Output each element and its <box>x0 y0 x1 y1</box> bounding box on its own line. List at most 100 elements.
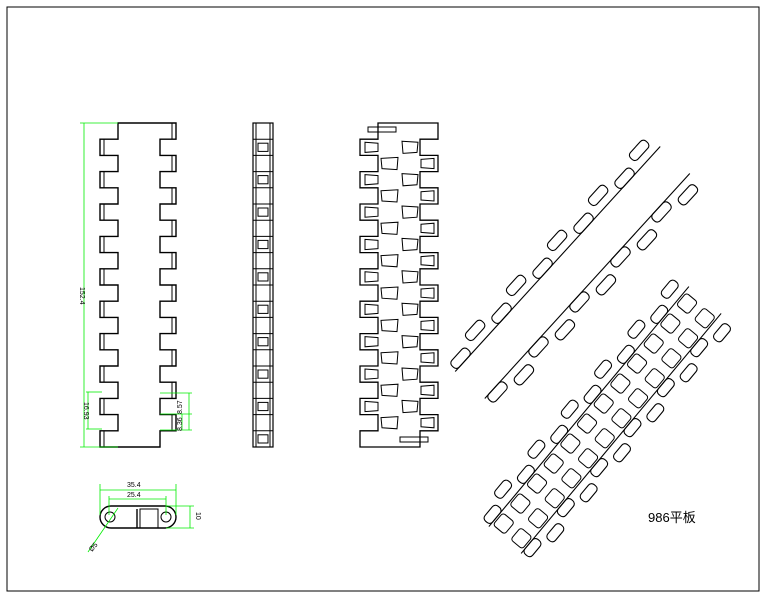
marking <box>367 126 397 133</box>
iso-knuckle <box>646 403 665 423</box>
slot <box>364 238 379 251</box>
isometric-view-underside <box>483 279 731 558</box>
iso-knuckle <box>546 229 568 252</box>
dimensions <box>80 122 194 553</box>
iso-knuckle <box>628 139 650 162</box>
slot <box>380 189 399 203</box>
slot <box>364 174 379 186</box>
iso-edge <box>484 173 691 399</box>
side-slot <box>257 175 269 185</box>
iso-cell <box>628 388 649 409</box>
iso-knuckle <box>636 229 658 251</box>
iso-cell <box>577 413 598 434</box>
dim-tooth-b: 8.57 <box>177 400 184 414</box>
iso-knuckle <box>546 523 565 543</box>
side-slot <box>257 207 269 217</box>
iso-cell <box>678 328 699 349</box>
iso-knuckle <box>651 201 672 223</box>
slot <box>420 190 435 202</box>
iso-cell <box>611 408 632 429</box>
iso-cell <box>578 448 599 469</box>
iso-knuckle <box>579 483 598 503</box>
slot <box>139 508 159 529</box>
iso-knuckle <box>527 439 546 459</box>
iso-knuckle <box>464 319 486 342</box>
side-slot <box>257 239 269 250</box>
slot <box>364 336 379 348</box>
side-slot <box>257 434 269 444</box>
iso-knuckle <box>587 184 609 207</box>
slot <box>401 140 419 154</box>
slot <box>364 368 379 380</box>
iso-knuckle <box>612 443 631 463</box>
iso-cell <box>694 308 715 329</box>
top-view <box>359 122 439 448</box>
iso-knuckle <box>595 274 617 296</box>
slot <box>401 237 419 252</box>
iso-knuckle <box>594 359 613 379</box>
side-slot <box>257 272 269 282</box>
iso-knuckle <box>573 212 594 234</box>
iso-knuckle <box>560 399 579 419</box>
iso-edge <box>520 313 722 554</box>
iso-cell <box>560 433 581 454</box>
iso-cell <box>544 488 565 509</box>
slot <box>401 399 419 414</box>
slot <box>401 173 419 187</box>
slot <box>420 287 435 299</box>
slot <box>420 157 435 170</box>
slot <box>401 302 419 316</box>
iso-cell <box>561 468 582 489</box>
iso-cell <box>510 493 531 514</box>
iso-knuckle <box>712 323 731 343</box>
iso-cell <box>528 508 549 529</box>
slot <box>401 367 419 381</box>
iso-edge <box>454 146 661 372</box>
iso-knuckle <box>505 274 527 297</box>
iso-knuckle <box>554 319 576 341</box>
marking <box>399 436 429 443</box>
slot <box>364 206 379 218</box>
iso-cell <box>627 353 648 374</box>
slot <box>420 222 435 234</box>
slot <box>401 335 419 349</box>
slot <box>380 254 399 268</box>
dim-pitch: 16.93 <box>82 402 89 420</box>
dim-overall-length: 152.4 <box>78 287 85 305</box>
side-view <box>252 122 274 448</box>
slot <box>420 417 435 429</box>
iso-knuckle <box>487 381 508 403</box>
iso-group <box>450 139 699 403</box>
slot <box>401 205 419 219</box>
dim-hole-diameter: Ø5 <box>88 542 99 554</box>
dim-thickness: 10 <box>194 512 201 520</box>
slot <box>380 383 399 397</box>
slot <box>420 255 435 267</box>
end-outline <box>99 505 177 529</box>
iso-cell <box>543 453 564 474</box>
iso-cell <box>493 513 514 534</box>
iso-cell <box>593 393 614 414</box>
slot <box>420 319 435 332</box>
slot <box>380 416 399 430</box>
iso-knuckle <box>491 302 512 324</box>
iso-cell <box>594 428 615 449</box>
iso-cell <box>644 368 665 389</box>
slot <box>420 352 435 364</box>
iso-cell <box>660 313 681 334</box>
slot <box>380 318 399 333</box>
dim-hole-spacing: 25.4 <box>127 492 141 499</box>
sheet-border <box>6 6 760 592</box>
side-slot <box>257 142 269 152</box>
side-slot <box>257 304 269 314</box>
top-outline <box>359 122 439 448</box>
iso-knuckle <box>679 363 698 383</box>
iso-cell <box>677 293 698 314</box>
iso-knuckle <box>610 246 631 268</box>
iso-knuckle <box>660 279 679 299</box>
iso-cell <box>643 333 664 354</box>
hole <box>104 511 116 523</box>
dim-overall-width: 35.4 <box>127 482 141 489</box>
slot <box>380 351 399 365</box>
